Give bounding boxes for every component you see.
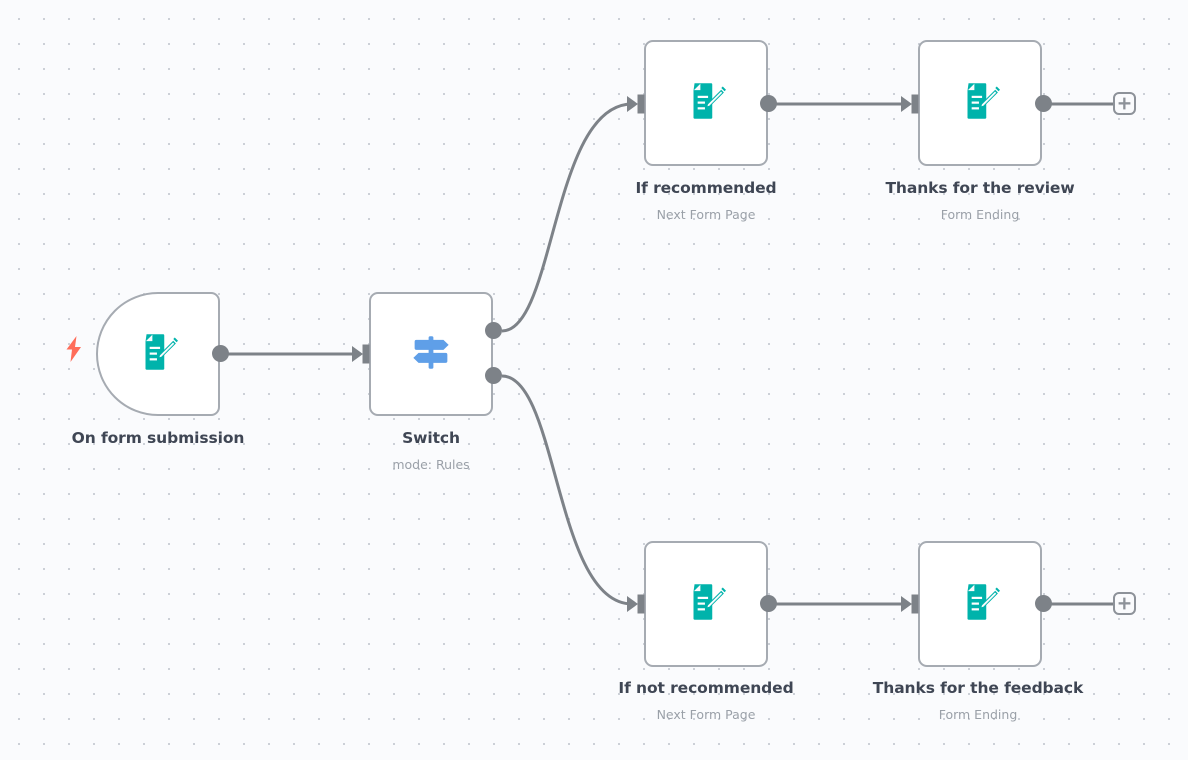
node-sublabel-if-not-recommended: Next Form Page (656, 707, 756, 722)
node-thanks-for-the-feedback[interactable] (918, 541, 1042, 667)
input-arrow-thanks-for-the-review[interactable] (899, 93, 921, 115)
plus-icon (1118, 97, 1131, 110)
output-dot-on-form-submission[interactable] (212, 345, 229, 362)
output-dot-switch-1[interactable] (485, 367, 502, 384)
output-dot-switch-0[interactable] (485, 322, 502, 339)
plus-icon (1118, 597, 1131, 610)
output-dot-thanks-for-the-review[interactable] (1035, 95, 1052, 112)
input-arrow-if-recommended[interactable] (625, 93, 647, 115)
form-document-pencil-icon (955, 577, 1005, 631)
form-document-pencil-icon (681, 577, 731, 631)
signpost-icon (405, 326, 457, 382)
node-switch[interactable] (369, 292, 493, 416)
node-on-form-submission[interactable] (96, 292, 220, 416)
node-sublabel-thanks-for-the-feedback: Form Ending (938, 707, 1018, 722)
node-label-switch: Switch (402, 429, 460, 447)
trigger-lightning-icon (62, 334, 86, 368)
input-arrow-switch[interactable] (350, 343, 372, 365)
form-document-pencil-icon (681, 76, 731, 130)
node-label-if-recommended: If recommended (635, 179, 777, 197)
input-arrow-if-not-recommended[interactable] (625, 593, 647, 615)
output-dot-if-recommended[interactable] (760, 95, 777, 112)
node-label-if-not-recommended: If not recommended (618, 679, 794, 697)
node-thanks-for-the-review[interactable] (918, 40, 1042, 166)
node-if-not-recommended[interactable] (644, 541, 768, 667)
input-arrow-thanks-for-the-feedback[interactable] (899, 593, 921, 615)
add-node-button-top[interactable] (1113, 92, 1136, 115)
output-dot-thanks-for-the-feedback[interactable] (1035, 595, 1052, 612)
form-document-pencil-icon (133, 327, 183, 381)
node-label-thanks-for-the-review: Thanks for the review (885, 179, 1075, 197)
node-label-thanks-for-the-feedback: Thanks for the feedback (872, 679, 1084, 697)
node-sublabel-switch: mode: Rules (392, 457, 470, 472)
edge-switch-to-if-not-recommended (501, 374, 633, 606)
form-document-pencil-icon (955, 76, 1005, 130)
node-sublabel-thanks-for-the-review: Form Ending (940, 207, 1020, 222)
node-sublabel-if-recommended: Next Form Page (656, 207, 756, 222)
add-node-button-bottom[interactable] (1113, 592, 1136, 615)
node-if-recommended[interactable] (644, 40, 768, 166)
output-dot-if-not-recommended[interactable] (760, 595, 777, 612)
node-label-on-form-submission: On form submission (71, 429, 245, 447)
